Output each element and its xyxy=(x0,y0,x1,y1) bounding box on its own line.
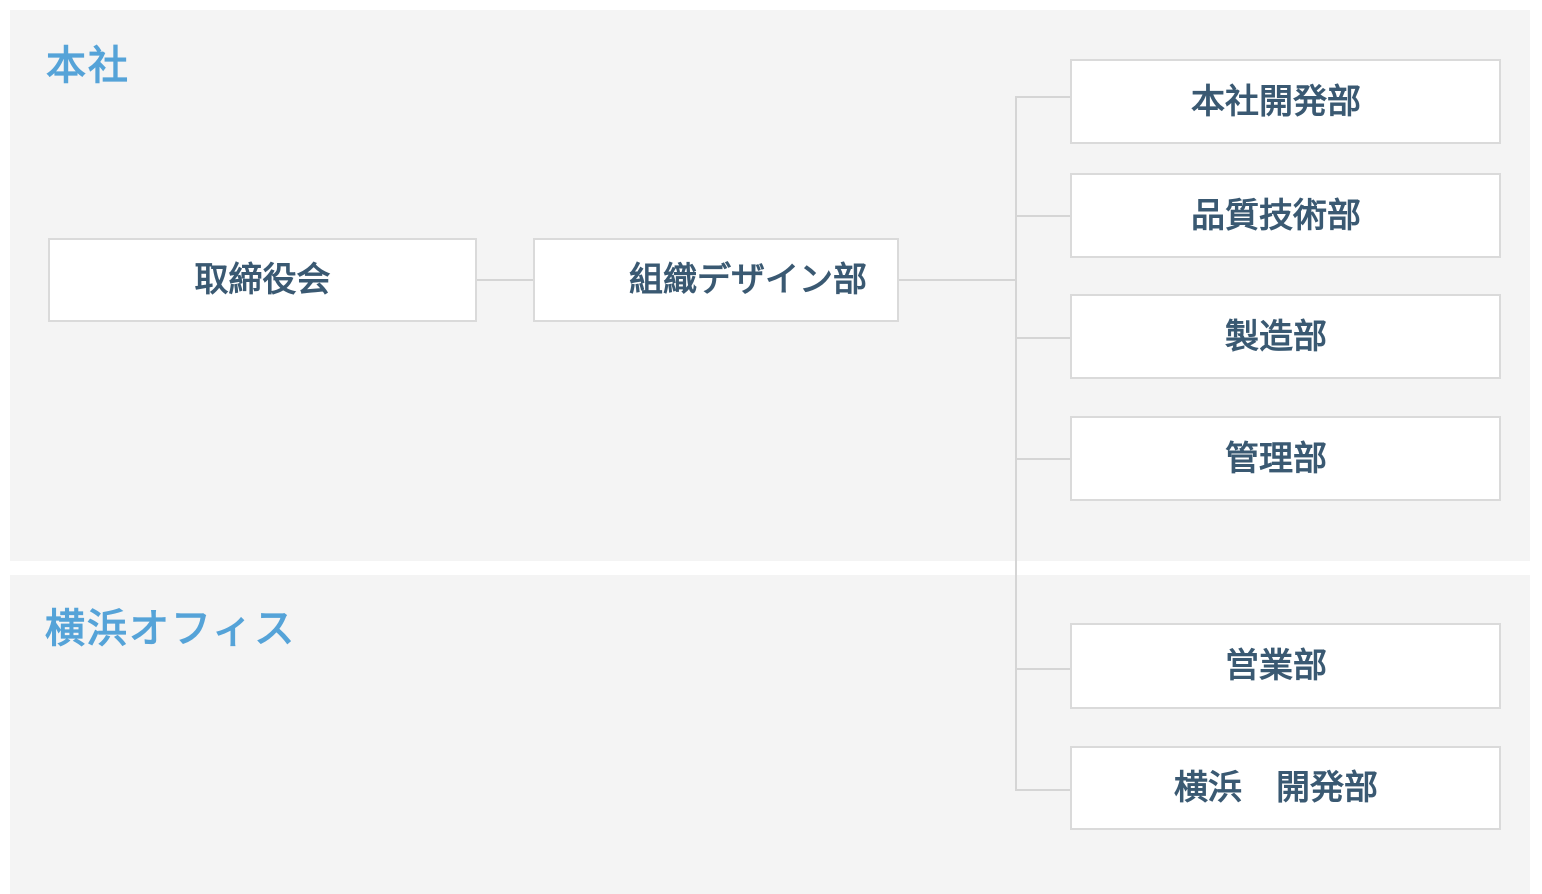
node-quality-engineering-dept[interactable]: 品質技術部 xyxy=(1070,173,1501,258)
node-manufacturing-dept[interactable]: 製造部 xyxy=(1070,294,1501,379)
node-label: 営業部 xyxy=(1225,647,1327,685)
connector-stub-manufacturing xyxy=(1016,337,1070,339)
connector-trunk-line xyxy=(1015,96,1017,791)
connector-stub-sales xyxy=(1016,668,1070,670)
node-sales-dept[interactable]: 営業部 xyxy=(1070,623,1501,709)
node-label: 品質技術部 xyxy=(1191,196,1361,235)
node-label: 本社開発部 xyxy=(1191,82,1361,121)
node-board-of-directors[interactable]: 取締役会 xyxy=(48,238,477,322)
connector-stub-yokohama-dev xyxy=(1016,789,1070,791)
node-head-office-dev-dept[interactable]: 本社開発部 xyxy=(1070,59,1501,144)
node-label: 取締役会 xyxy=(194,261,331,299)
node-label: 横浜 開発部 xyxy=(1174,769,1378,807)
node-label: 組織デザイン部 xyxy=(629,261,867,299)
connector-org-design-to-trunk xyxy=(899,279,1016,281)
node-org-design-dept[interactable]: 組織デザイン部 xyxy=(533,238,899,322)
connector-stub-quality xyxy=(1016,215,1070,217)
connector-stub-admin xyxy=(1016,458,1070,460)
connector-board-to-org-design xyxy=(477,279,533,281)
node-admin-dept[interactable]: 管理部 xyxy=(1070,416,1501,501)
section-title-head-office: 本社 xyxy=(46,44,130,88)
node-yokohama-dev-dept[interactable]: 横浜 開発部 xyxy=(1070,746,1501,830)
connector-stub-honsha-dev xyxy=(1016,96,1070,98)
node-label: 製造部 xyxy=(1225,317,1327,356)
node-label: 管理部 xyxy=(1225,439,1327,478)
section-title-yokohama-office: 横浜オフィス xyxy=(45,607,297,651)
